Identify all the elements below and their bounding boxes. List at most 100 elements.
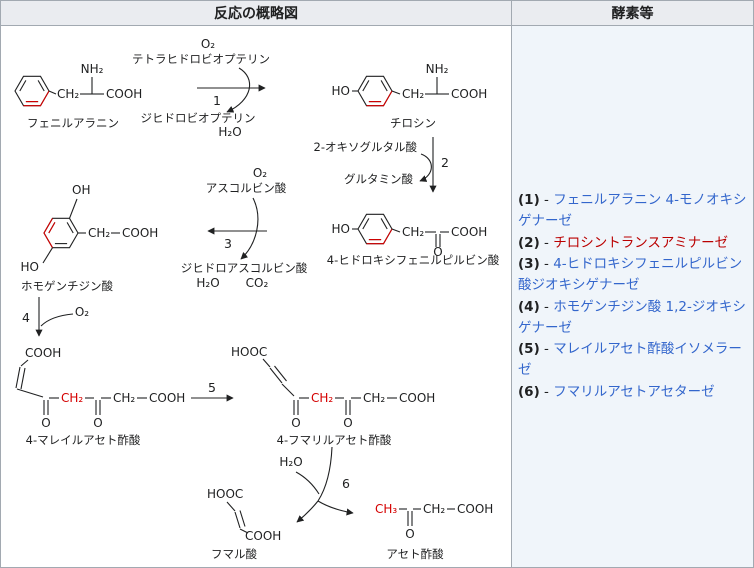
reaction-4-arrows xyxy=(35,297,74,337)
diagram-label-hpp-ho: HO xyxy=(332,222,350,236)
diagram-label-hpp-name: 4-ヒドロキシフェニルピルビン酸 xyxy=(327,253,500,267)
diagram-label-faa-o1: O xyxy=(291,416,300,430)
diagram-label-maa-o1: O xyxy=(41,416,50,430)
reaction-1-arrows xyxy=(197,67,266,113)
enzyme-link[interactable]: ホモゲンチジン酸 1,2-ジオキシゲナーゼ xyxy=(518,298,746,336)
diagram-label-r1-num: 1 xyxy=(213,93,221,108)
diagram-label-maa-name: 4-マレイルアセト酢酸 xyxy=(26,433,141,447)
enzyme-item: (4) - ホモゲンチジン酸 1,2-ジオキシゲナーゼ xyxy=(518,297,747,340)
diagram-label-r4-o2: O₂ xyxy=(75,305,89,319)
homogentisate-structure xyxy=(42,198,120,264)
diagram-label-hga-oh: OH xyxy=(72,183,90,197)
phenylalanine-structure xyxy=(14,75,104,107)
diagram-label-phe-nh2: NH₂ xyxy=(81,62,104,76)
diagram-label-maa-ch2-red: CH₂ xyxy=(61,391,83,405)
maleylacetoacetate-structure xyxy=(15,359,147,415)
diagram-label-tyr-cooh: COOH xyxy=(451,87,487,101)
acetoacetate-structure xyxy=(399,508,455,526)
diagram-label-r1-dhb: ジヒドロビオプテリン xyxy=(141,111,256,125)
enzyme-separator: - xyxy=(539,191,554,208)
diagram-label-fum-cooh: COOH xyxy=(245,529,281,543)
diagram-label-maa-cooh: COOH xyxy=(149,391,185,405)
diagram-label-phe-ch2: CH₂ xyxy=(57,87,79,101)
diagram-label-r2-glutamate: グルタミン酸 xyxy=(344,172,413,186)
enzyme-link[interactable]: フマリルアセトアセターゼ xyxy=(553,383,715,400)
fumarylacetoacetate-structure xyxy=(262,358,397,415)
diagram-label-r3-co2: CO₂ xyxy=(246,276,269,290)
diagram-label-hga-ho: HO xyxy=(21,260,39,274)
enzyme-link[interactable]: フェニルアラニン 4-モノオキシゲナーゼ xyxy=(518,191,747,230)
pathway-diagram-svg: O₂テトラヒドロビオプテリンNH₂NH₂HOCH₂COOHCH₂COOH1ジヒド… xyxy=(14,37,500,561)
enzyme-list: (1) - フェニルアラニン 4-モノオキシゲナーゼ(2) - チロシントランス… xyxy=(518,190,747,403)
enzyme-item: (6) - フマリルアセトアセターゼ xyxy=(518,382,747,403)
diagram-label-hpp-ch2: CH₂ xyxy=(402,225,424,239)
enzyme-link[interactable]: チロシントランスアミナーゼ xyxy=(553,234,729,251)
diagram-label-r3-o2: O₂ xyxy=(253,166,267,180)
enzyme-item: (3) - 4-ヒドロキシフェニルピルビン酸ジオキシゲナーゼ xyxy=(518,254,747,297)
diagram-label-phe-name: フェニルアラニン xyxy=(27,116,119,130)
diagram-label-aca-cooh: COOH xyxy=(457,502,493,516)
diagram-label-hga-name: ホモゲンチジン酸 xyxy=(21,279,113,293)
enzyme-separator: - xyxy=(539,234,554,251)
diagram-label-r6-h2o: H₂O xyxy=(279,455,302,469)
enzyme-link[interactable]: 4-ヒドロキシフェニルピルビン酸ジオキシゲナーゼ xyxy=(518,255,743,294)
diagram-label-faa-name: 4-フマリルアセト酢酸 xyxy=(277,433,392,447)
diagram-label-aca-ch2: CH₂ xyxy=(423,502,445,516)
tyrosine-structure xyxy=(352,75,449,107)
diagram-label-tyr-nh2: NH₂ xyxy=(426,62,449,76)
enzyme-item: (5) - マレイルアセト酢酸イソメラーゼ xyxy=(518,339,747,382)
enzyme-separator: - xyxy=(539,255,554,272)
diagram-label-r3-num: 3 xyxy=(224,236,232,251)
enzyme-number: (1) xyxy=(518,191,540,208)
diagram-label-faa-ch2: CH₂ xyxy=(363,391,385,405)
enzyme-item: (2) - チロシントランスアミナーゼ xyxy=(518,233,747,254)
enzyme-link[interactable]: マレイルアセト酢酸イソメラーゼ xyxy=(518,341,742,379)
enzyme-separator: - xyxy=(539,383,554,400)
enzyme-separator: - xyxy=(539,298,554,315)
enzyme-number: (6) xyxy=(518,383,540,400)
diagram-column-header: 反応の概略図 xyxy=(1,1,512,26)
diagram-label-aca-name: アセト酢酸 xyxy=(386,547,444,561)
enzyme-number: (5) xyxy=(518,341,540,358)
diagram-label-faa-ch2-red: CH₂ xyxy=(311,391,333,405)
enzyme-separator: - xyxy=(539,341,554,358)
diagram-label-r6-num: 6 xyxy=(342,476,350,491)
diagram-label-r3-ascorbate: アスコルビン酸 xyxy=(206,181,287,195)
enzyme-number: (2) xyxy=(518,234,540,251)
diagram-label-r1-h2o: H₂O xyxy=(218,125,241,139)
reaction-3-arrows xyxy=(207,197,267,260)
diagram-label-r2-num: 2 xyxy=(441,155,449,170)
diagram-label-r3-h2o: H₂O xyxy=(196,276,219,290)
diagram-label-r1-o2: O₂ xyxy=(201,37,215,51)
diagram-label-hpp-cooh: COOH xyxy=(451,225,487,239)
diagram-label-r5-num: 5 xyxy=(208,380,216,395)
reaction-6-arrows xyxy=(295,446,354,523)
enzyme-item: (1) - フェニルアラニン 4-モノオキシゲナーゼ xyxy=(518,190,747,233)
enzymes-column-header: 酵素等 xyxy=(512,1,753,26)
diagram-label-faa-o2: O xyxy=(343,416,352,430)
diagram-label-r1-thb: テトラヒドロビオプテリン xyxy=(132,52,270,66)
diagram-label-aca-o: O xyxy=(405,527,414,541)
diagram-label-phe-cooh: COOH xyxy=(106,87,142,101)
diagram-label-hga-cooh: COOH xyxy=(122,226,158,240)
diagram-label-aca-ch3-red: CH₃ xyxy=(375,502,397,516)
diagram-label-r2-oxoglutarate: 2-オキソグルタル酸 xyxy=(314,140,418,154)
diagram-label-hga-ch2: CH₂ xyxy=(88,226,110,240)
enzyme-number: (3) xyxy=(518,255,540,272)
reaction-2-arrows xyxy=(419,137,437,193)
diagram-label-maa-cooh-top: COOH xyxy=(25,346,61,360)
diagram-label-hpp-o: O xyxy=(433,245,442,259)
diagram-label-fum-hooc: HOOC xyxy=(207,487,243,501)
hydroxyphenylpyruvate-structure xyxy=(352,213,449,247)
enzyme-number: (4) xyxy=(518,298,540,315)
diagram-label-tyr-ch2: CH₂ xyxy=(402,87,424,101)
diagram-label-maa-o2: O xyxy=(93,416,102,430)
diagram-label-tyr-ho: HO xyxy=(332,84,350,98)
diagram-label-tyr-name: チロシン xyxy=(390,116,436,130)
diagram-label-fum-name: フマル酸 xyxy=(211,547,257,561)
fumarate-structure xyxy=(226,501,249,534)
diagram-label-r4-num: 4 xyxy=(22,310,30,325)
